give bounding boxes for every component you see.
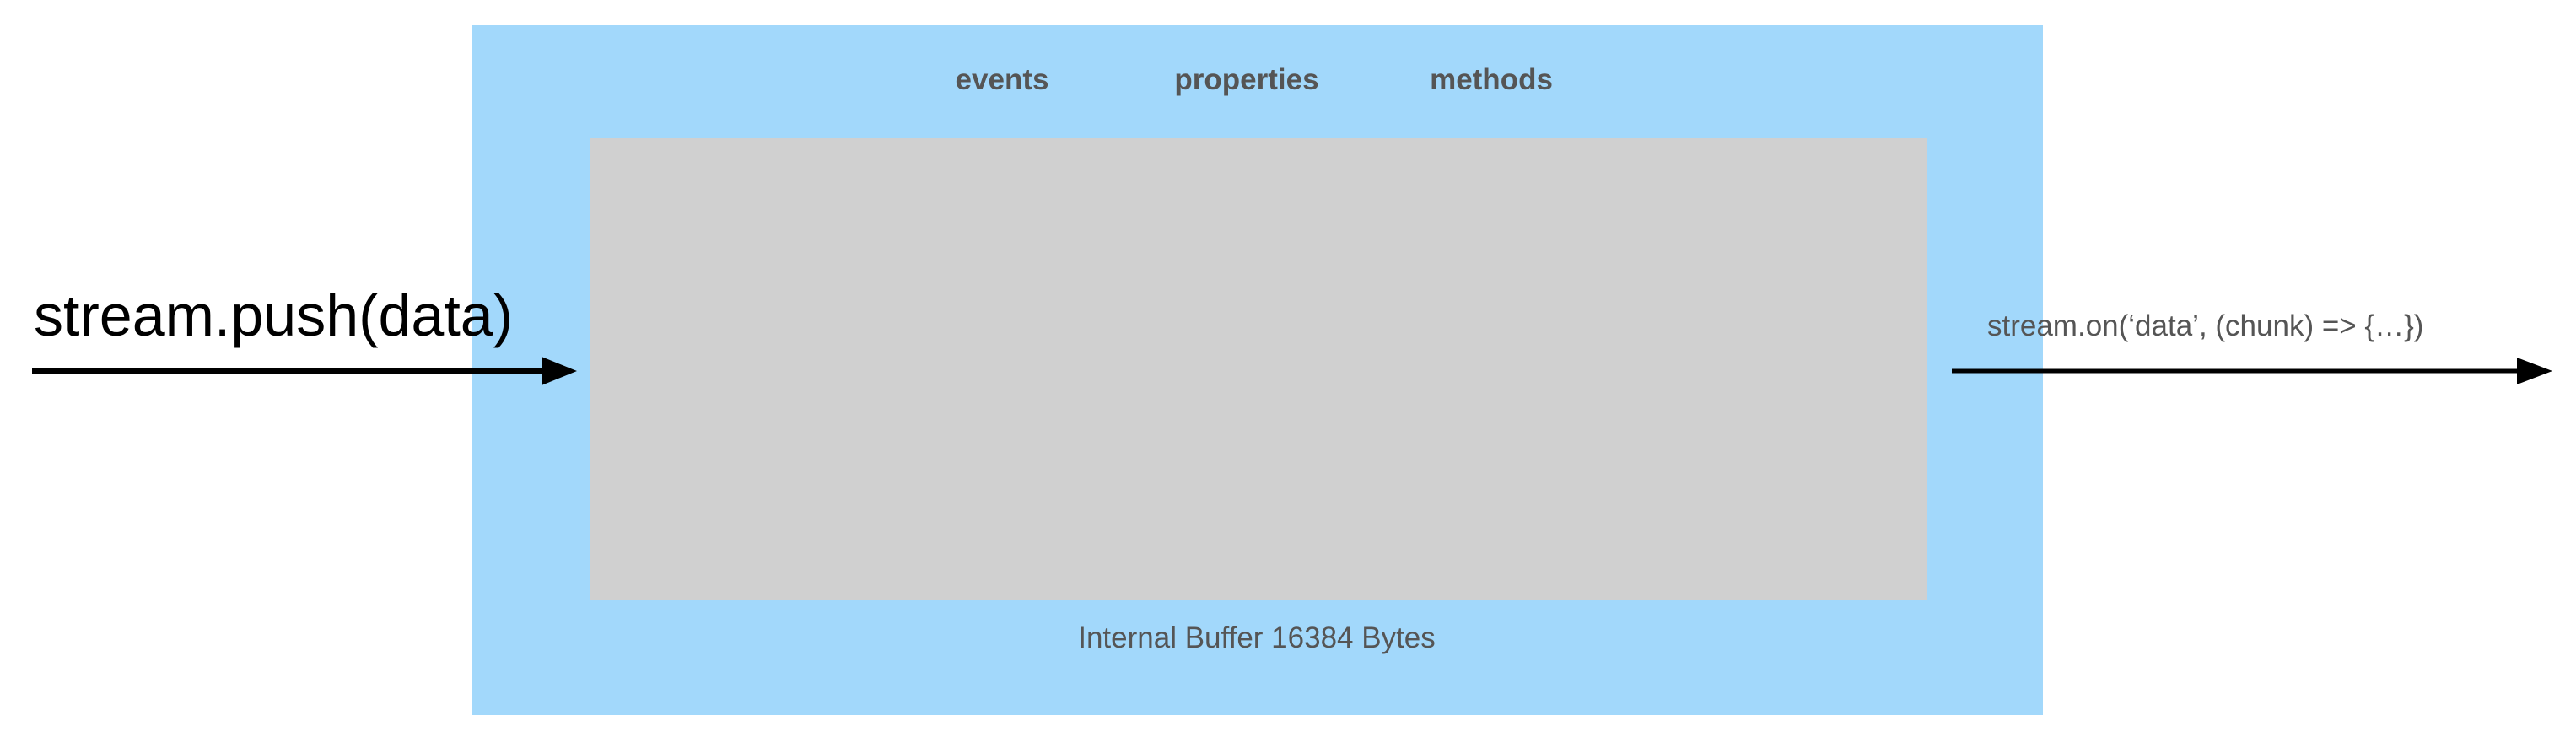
output-label: stream.on(‘data’, (chunk) => {…}) [1987,309,2424,342]
internal-buffer [590,138,1927,600]
methods-label: methods [1430,63,1553,96]
output-arrow [1952,358,2552,384]
events-label: events [955,63,1049,96]
input-arrow [32,357,577,385]
properties-label: properties [1174,63,1319,96]
input-label: stream.push(data) [34,282,514,348]
buffer-caption: Internal Buffer 16384 Bytes [1078,621,1436,654]
